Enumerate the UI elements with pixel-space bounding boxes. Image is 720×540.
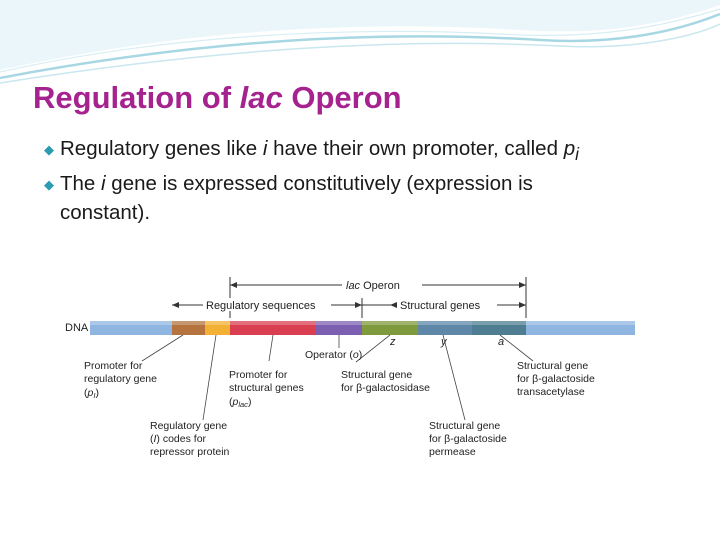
galactosidase-label-2: for β-galactosidase xyxy=(341,382,430,394)
gene-y-pointer xyxy=(443,335,465,420)
arrow-left-icon xyxy=(172,302,179,308)
promoter-i-pointer xyxy=(142,335,183,361)
bullet1-sub: i xyxy=(575,145,579,164)
arrow-left-icon xyxy=(390,302,397,308)
bullet-item: ◆The i gene is expressed constitutively … xyxy=(44,169,704,227)
bullet2-text-c: constant). xyxy=(60,198,704,227)
bullet2-text-a: The xyxy=(60,172,101,195)
title-main: Regulation of xyxy=(33,80,240,115)
bullet-item: ◆ Regulatory genes like i have their own … xyxy=(44,134,704,169)
promoter-lac-pointer xyxy=(269,335,273,361)
arrow-right-icon xyxy=(519,302,526,308)
bullet1-text-a: Regulatory genes like xyxy=(60,137,263,160)
regulatory-sequences-label: Regulatory sequences xyxy=(206,300,316,312)
bullet-icon: ◆ xyxy=(44,170,54,199)
bullet1-p: p xyxy=(564,137,575,160)
regulatory-gene-label-2: (I) codes for xyxy=(150,433,207,445)
transacetylase-label-2: for β-galactoside xyxy=(517,373,595,385)
permease-label-3: permease xyxy=(429,446,476,458)
permease-label-1: Structural gene xyxy=(429,420,500,432)
slide-title: Regulation of lac Operon xyxy=(33,80,402,116)
operator-label: Operator (o) xyxy=(305,349,362,361)
dna-label: DNA xyxy=(65,322,89,334)
header-swoosh xyxy=(0,0,720,90)
promoter-regulatory-label-3: (pI) xyxy=(84,387,99,400)
bullet1-text-b: have their own promoter, called xyxy=(267,137,563,160)
promoter-regulatory-label-2: regulatory gene xyxy=(84,373,157,385)
regulatory-gene-label-3: repressor protein xyxy=(150,446,230,458)
permease-label-2: for β-galactoside xyxy=(429,433,507,445)
title-italic: lac xyxy=(240,80,283,115)
arrow-right-icon xyxy=(355,302,362,308)
title-end: Operon xyxy=(283,80,402,115)
arrow-left-icon xyxy=(230,282,237,288)
gene-z-letter: z xyxy=(389,336,396,348)
promoter-structural-label-1: Promoter for xyxy=(229,369,288,381)
lac-operon-diagram: lac Operon Regulatory sequences Structur… xyxy=(60,268,635,478)
operon-label: lac Operon xyxy=(346,280,400,292)
regulatory-gene-label-1: Regulatory gene xyxy=(150,420,227,432)
arrow-right-icon xyxy=(519,282,526,288)
gene-a-pointer xyxy=(500,335,533,361)
structural-genes-label: Structural genes xyxy=(400,300,481,312)
gene-i-pointer xyxy=(203,335,216,420)
bullet-list: ◆ Regulatory genes like i have their own … xyxy=(44,134,704,227)
bullet-icon: ◆ xyxy=(44,135,54,164)
promoter-regulatory-label-1: Promoter for xyxy=(84,360,143,372)
promoter-structural-label-2: structural genes xyxy=(229,382,304,394)
transacetylase-label-1: Structural gene xyxy=(517,360,588,372)
galactosidase-label-1: Structural gene xyxy=(341,369,412,381)
transacetylase-label-3: transacetylase xyxy=(517,386,585,398)
bullet2-text-b: gene is expressed constitutively (expres… xyxy=(106,172,533,195)
promoter-structural-label-3: (plac) xyxy=(229,396,251,409)
